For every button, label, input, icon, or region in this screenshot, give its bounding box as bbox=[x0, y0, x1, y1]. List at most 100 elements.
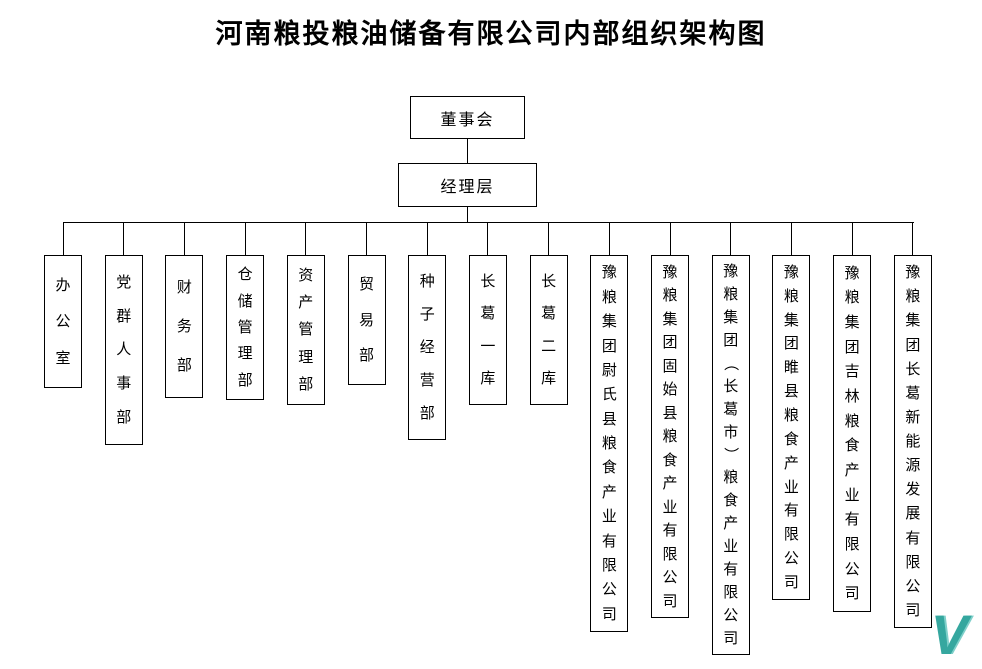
connector-board-to-mgmt bbox=[467, 139, 468, 163]
dept-char: 库 bbox=[541, 370, 557, 388]
dept-char: 有 bbox=[844, 511, 860, 529]
dept-column: 贸易部 bbox=[347, 223, 386, 385]
dept-char: 司 bbox=[783, 574, 799, 592]
dept-char: 务 bbox=[176, 318, 192, 335]
dept-char: 公 bbox=[905, 577, 921, 595]
dept-char: 粮 bbox=[844, 412, 860, 430]
dept-char: 睢 bbox=[783, 359, 799, 377]
dept-char: 公 bbox=[844, 560, 860, 578]
dept-char: 储 bbox=[237, 292, 253, 310]
dept-char: 长 bbox=[480, 272, 496, 290]
dept-char: 展 bbox=[905, 505, 921, 523]
dept-char: 豫 bbox=[783, 263, 799, 281]
dept-char: 司 bbox=[601, 605, 617, 623]
dept-char: 子 bbox=[419, 306, 435, 323]
dept-char: 能 bbox=[905, 433, 921, 450]
dept-char: 粮 bbox=[783, 287, 799, 305]
dept-char: 粮 bbox=[601, 435, 617, 452]
dept-column: 党群人事部 bbox=[104, 223, 143, 445]
dept-char: 限 bbox=[783, 526, 799, 544]
dept-char: 有 bbox=[723, 561, 739, 579]
dept-char: 业 bbox=[844, 486, 860, 504]
dept-char: 限 bbox=[662, 545, 678, 563]
dept-char: 粮 bbox=[723, 285, 739, 303]
dept-char: 产 bbox=[783, 454, 799, 472]
dept-box: 资产管理部 bbox=[286, 255, 325, 405]
dept-char: 粮 bbox=[601, 288, 617, 306]
dept-column: 豫粮集团吉林粮食产业有限公司 bbox=[833, 223, 872, 612]
page-title: 河南粮投粮油储备有限公司内部组织架构图 bbox=[215, 19, 767, 49]
dept-char: 粮 bbox=[783, 407, 799, 425]
dept-box: 豫粮集团固始县粮食产业有限公司 bbox=[651, 255, 690, 618]
connector-mgmt-to-bus bbox=[467, 207, 468, 223]
node-management-layer: 经理层 bbox=[398, 163, 537, 207]
watermark-logo: V bbox=[930, 603, 968, 666]
dept-column: 豫粮集团固始县粮食产业有限公司 bbox=[651, 223, 690, 618]
dept-char: 产 bbox=[844, 461, 860, 479]
dept-char: 部 bbox=[298, 375, 314, 393]
dept-char: 管 bbox=[298, 321, 314, 339]
dept-box: 种子经营部 bbox=[408, 255, 447, 440]
dept-char: 业 bbox=[601, 508, 617, 526]
dept-char: 有 bbox=[662, 522, 678, 539]
dept-char: 办 bbox=[55, 276, 71, 294]
connector-stub bbox=[851, 223, 853, 255]
dept-char: 公 bbox=[55, 313, 71, 330]
dept-char: 食 bbox=[723, 492, 739, 510]
dept-char: 团 bbox=[905, 336, 921, 354]
dept-char: 种 bbox=[419, 273, 435, 290]
dept-box: 贸易部 bbox=[347, 255, 386, 385]
dept-char: 部 bbox=[176, 357, 192, 374]
dept-box: 长葛一库 bbox=[468, 255, 507, 405]
connector-stub bbox=[790, 223, 792, 255]
connector-stub bbox=[62, 223, 64, 255]
dept-char: 部 bbox=[116, 409, 132, 427]
connector-stub bbox=[305, 223, 307, 255]
dept-char: 固 bbox=[662, 357, 678, 375]
connector-stub bbox=[608, 223, 610, 255]
dept-char: 葛 bbox=[905, 384, 921, 402]
dept-box: 仓储管理部 bbox=[226, 255, 265, 400]
dept-char: 林 bbox=[844, 387, 860, 405]
dept-char: 集 bbox=[844, 313, 860, 331]
dept-char: 源 bbox=[905, 457, 921, 475]
dept-char: 一 bbox=[480, 337, 496, 355]
dept-char: 始 bbox=[662, 381, 678, 398]
connector-stub bbox=[426, 223, 428, 255]
connector-stub bbox=[912, 223, 914, 255]
dept-char: 团 bbox=[844, 338, 860, 356]
dept-box: 长葛二库 bbox=[529, 255, 568, 405]
dept-char: 集 bbox=[783, 311, 799, 329]
dept-column: 资产管理部 bbox=[286, 223, 325, 405]
dept-column: 豫粮集团（长葛市）粮食产业有限公司 bbox=[711, 223, 750, 655]
dept-char: 限 bbox=[905, 553, 921, 571]
dept-char: 粮 bbox=[723, 469, 739, 487]
dept-char: 长 bbox=[905, 360, 921, 378]
dept-char: 豫 bbox=[844, 264, 860, 282]
dept-box: 豫粮集团（长葛市）粮食产业有限公司 bbox=[711, 255, 750, 655]
connector-horizontal-bus bbox=[63, 222, 914, 223]
dept-char: 葛 bbox=[541, 305, 557, 323]
connector-stub bbox=[366, 223, 368, 255]
dept-char: 司 bbox=[844, 585, 860, 603]
dept-char: 事 bbox=[116, 375, 132, 393]
dept-char: 集 bbox=[601, 313, 617, 331]
dept-char: 业 bbox=[783, 478, 799, 496]
dept-column: 仓储管理部 bbox=[226, 223, 265, 400]
dept-box: 豫粮集团吉林粮食产业有限公司 bbox=[833, 255, 872, 612]
dept-char: 部 bbox=[237, 371, 253, 389]
dept-char: 有 bbox=[783, 502, 799, 520]
dept-char: 集 bbox=[662, 310, 678, 328]
dept-char: 粮 bbox=[662, 428, 678, 445]
connector-stub bbox=[487, 223, 489, 255]
dept-char: 公 bbox=[601, 581, 617, 599]
dept-char: 葛 bbox=[723, 400, 739, 418]
dept-char: 经 bbox=[419, 339, 435, 356]
dept-char: 人 bbox=[116, 341, 132, 359]
dept-column: 办公室 bbox=[44, 223, 82, 388]
dept-char: 团 bbox=[662, 334, 678, 351]
dept-column: 豫粮集团长葛新能源发展有限公司 bbox=[893, 223, 932, 628]
dept-char: 部 bbox=[359, 347, 375, 365]
dept-char: 二 bbox=[541, 337, 557, 355]
